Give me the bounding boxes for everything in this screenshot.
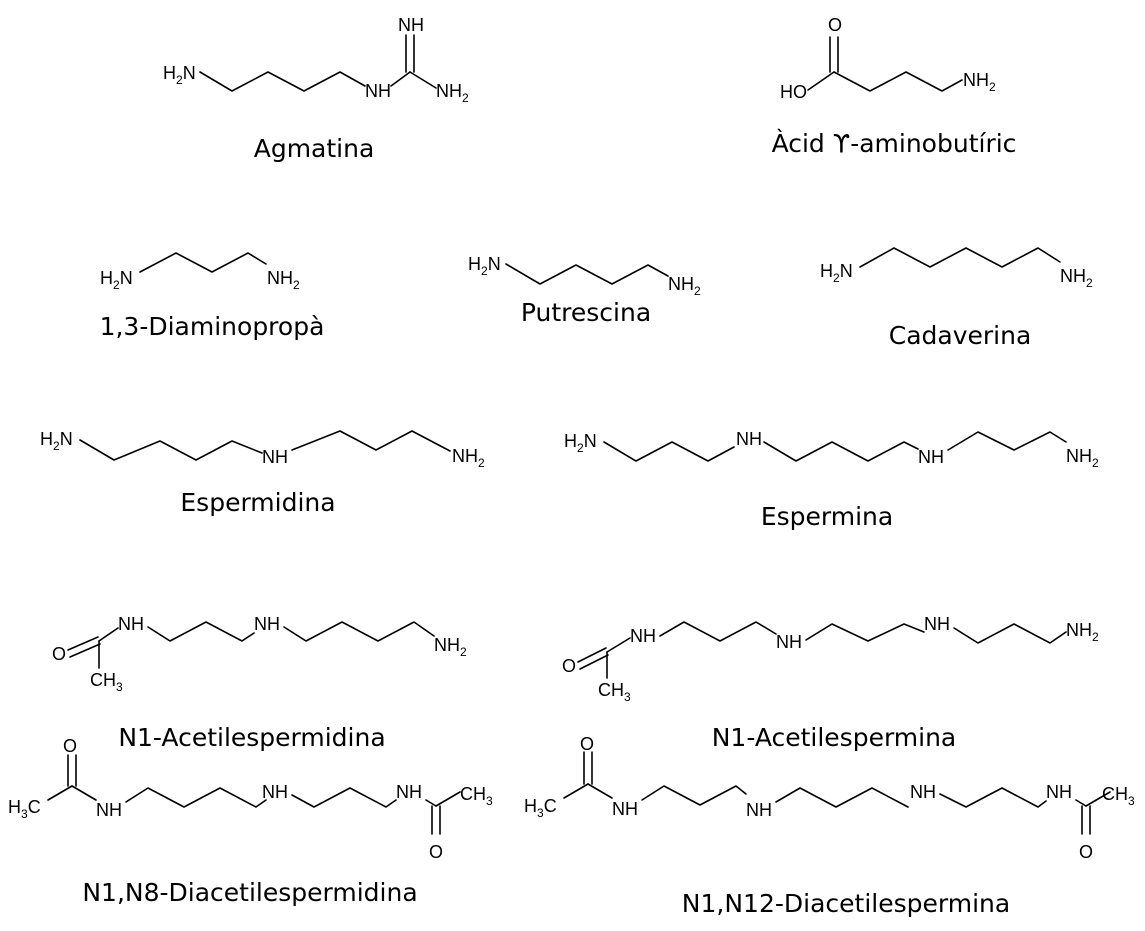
name-spermidine: Espermidina — [180, 488, 335, 517]
atom-h3c: H3C — [524, 796, 557, 820]
atom-o: O — [63, 736, 77, 756]
atom-o: O — [52, 644, 66, 664]
structure-spermidine: H2N NH NH2 Espermidina — [40, 429, 485, 517]
atom-ch3: CH3 — [1102, 784, 1135, 808]
structure-gaba: HO O NH2 Àcid ϒ-aminobutíric — [772, 15, 1017, 158]
atom-nh: NH — [96, 800, 122, 820]
structure-spermine: H2N NH NH NH2 Espermina — [564, 429, 1099, 531]
atom-nh2: NH2 — [436, 81, 469, 105]
atom-nh: NH — [918, 447, 944, 467]
structure-cadaverine: H2N NH2 Cadaverina — [820, 247, 1093, 350]
atom-nh: NH — [254, 614, 280, 634]
atom-ch3: CH3 — [460, 784, 493, 808]
atom-ho: HO — [780, 82, 807, 102]
name-n1n12-diacetylspermine: N1,N12-Diacetilespermina — [682, 889, 1010, 918]
atom-ch3: CH3 — [598, 680, 631, 704]
atom-o: O — [429, 842, 443, 862]
atom-nh: NH — [910, 782, 936, 802]
atom-nh2: NH2 — [1060, 266, 1093, 290]
atom-nh: NH — [1046, 782, 1072, 802]
atom-h2n: H2N — [100, 268, 133, 292]
atom-nh2: NH2 — [1066, 620, 1099, 644]
structure-diaminopropane: H2N NH2 1,3-Diaminopropà — [100, 252, 325, 341]
atom-h2n: H2N — [468, 254, 501, 278]
name-diaminopropane: 1,3-Diaminopropà — [100, 312, 325, 341]
atom-nh: NH — [736, 429, 762, 449]
name-cadaverine: Cadaverina — [889, 321, 1032, 350]
name-n1n8-diacetylspermidine: N1,N8-Diacetilespermidina — [82, 878, 417, 907]
atom-nh: NH — [612, 799, 638, 819]
atom-nh: NH — [776, 632, 802, 652]
name-gaba: Àcid ϒ-aminobutíric — [772, 129, 1017, 158]
name-putrescine: Putrescina — [521, 298, 651, 327]
atom-h2n: H2N — [40, 429, 73, 453]
atom-o: O — [580, 734, 594, 754]
atom-o: O — [828, 15, 842, 35]
atom-nh: NH — [924, 614, 950, 634]
atom-o: O — [562, 656, 576, 676]
atom-nh2: NH2 — [267, 268, 300, 292]
atom-h2n: H2N — [163, 63, 196, 87]
atom-nh: NH — [262, 447, 288, 467]
name-agmatine: Agmatina — [254, 134, 375, 163]
atom-nh2: NH2 — [1066, 446, 1099, 470]
structure-agmatine: H2N NH NH NH2 Agmatina — [163, 15, 469, 163]
atom-nh: NH — [630, 626, 656, 646]
structure-n1-acetylspermine: O CH3 NH NH NH NH2 N1-Acetilespermina — [562, 614, 1099, 752]
atom-nh: NH — [262, 782, 288, 802]
atom-nh: NH — [746, 800, 772, 820]
atom-nh2: NH2 — [434, 635, 467, 659]
atom-o: O — [1079, 842, 1093, 862]
structure-n1n12-diacetylspermine: H3C O NH NH NH NH O CH3 N1,N12-Diacetile… — [524, 734, 1135, 918]
structure-putrescine: H2N NH2 Putrescina — [468, 254, 701, 327]
atom-h3c: H3C — [8, 797, 41, 821]
atom-nh2: NH2 — [668, 274, 701, 298]
structure-n1n8-diacetylspermidine: H3C O NH NH NH O CH3 N1,N8-Diacetilesper… — [8, 736, 493, 907]
atom-h2n: H2N — [564, 431, 597, 455]
atom-nh: NH — [396, 782, 422, 802]
name-n1-acetylspermidine: N1-Acetilespermidina — [118, 723, 385, 752]
atom-nh2: NH2 — [452, 446, 485, 470]
atom-nh: NH — [118, 614, 144, 634]
name-n1-acetylspermine: N1-Acetilespermina — [712, 723, 957, 752]
name-spermine: Espermina — [761, 502, 893, 531]
atom-ch3: CH3 — [90, 670, 123, 694]
atom-nh: NH — [365, 81, 391, 101]
atom-nh2: NH2 — [963, 70, 996, 94]
atom-h2n: H2N — [820, 261, 853, 285]
atom-imine-nh: NH — [398, 15, 424, 35]
structure-n1-acetylspermidine: O CH3 NH NH NH2 N1-Acetilespermidina — [52, 614, 467, 752]
